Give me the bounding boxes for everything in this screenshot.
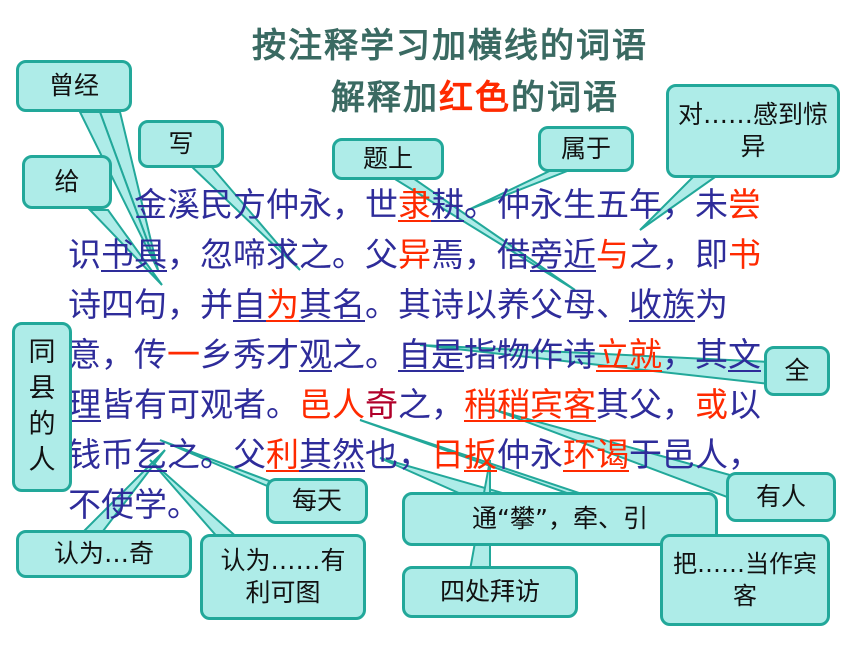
passage-segment: 观 — [299, 335, 332, 374]
note-quan: 全 — [764, 346, 830, 396]
passage-segment: 焉，借 — [431, 235, 530, 274]
passage-segment: 邑人 — [299, 385, 365, 424]
classical-passage: 金溪民方仲永，世隶耕。仲永生五年，未尝识书具，忽啼求之。父异焉，借旁近与之，即书… — [68, 180, 788, 530]
note-meitian: 每天 — [266, 478, 368, 524]
passage-segment: 一 — [167, 335, 200, 374]
passage-segment: 为意，传 — [68, 285, 728, 374]
note-youren: 有人 — [726, 472, 836, 522]
note-renweiyouli: 认为……有利可图 — [200, 534, 366, 620]
passage-segment: 以钱币 — [68, 385, 761, 474]
title-line2-red: 红色 — [439, 78, 511, 118]
passage-segment: 异 — [398, 235, 431, 274]
passage-segment: 之， — [398, 385, 464, 424]
passage-segment: 之。 — [332, 335, 398, 374]
passage-segment: 之，即 — [629, 235, 728, 274]
passage-segment: 指物作诗 — [464, 335, 596, 374]
passage-segment: 乞 — [134, 435, 167, 474]
passage-segment: 隶 — [398, 185, 431, 224]
note-tongxianren: 同县的人 — [12, 322, 72, 492]
passage-segment: 扳 — [464, 435, 497, 474]
passage-segment: 。仲永生五年，未 — [464, 185, 728, 224]
passage-segment: 旁近 — [530, 235, 596, 274]
passage-segment: 其父， — [596, 385, 695, 424]
page-title-line2: 解释加红色的词语 — [0, 70, 860, 119]
passage-segment: 日 — [431, 435, 464, 474]
note-tishang: 题上 — [332, 138, 444, 180]
passage-segment: 于邑人，不使学。 — [68, 435, 761, 524]
passage-segment: 为 — [266, 285, 299, 324]
passage-segment: 尝 — [728, 185, 761, 224]
page-title-line1: 按注释学习加横线的词语 — [252, 26, 648, 66]
passage-segment: 其名 — [299, 285, 365, 324]
passage-segment: 皆有可观者。 — [101, 385, 299, 424]
passage-segment: 或 — [695, 385, 728, 424]
passage-segment: 文理 — [68, 335, 761, 424]
passage-segment: 书具 — [101, 235, 167, 274]
note-shuyu: 属于 — [538, 126, 634, 172]
passage-segment: 识 — [68, 235, 101, 274]
note-xie: 写 — [138, 120, 224, 168]
note-cengjing: 曾经 — [16, 60, 132, 112]
passage-segment: 也， — [365, 435, 431, 474]
title-line2-post: 的词语 — [511, 78, 619, 118]
note-sichubaifang: 四处拜访 — [402, 566, 578, 618]
passage-segment: 立就 — [596, 335, 662, 374]
note-badangbinke: 把……当作宾客 — [660, 534, 830, 626]
passage-segment: 收族 — [629, 285, 695, 324]
passage-segment: 乡秀才 — [200, 335, 299, 374]
passage-segment: 。其诗以养父母、 — [365, 285, 629, 324]
passage-segment: 仲永 — [497, 435, 563, 474]
passage-segment: 诗四句，并 — [68, 285, 233, 324]
passage-segment: 与 — [596, 235, 629, 274]
passage-segment: 之。父 — [167, 435, 266, 474]
title-line2-pre: 解释加 — [331, 78, 439, 118]
passage-segment: 其然 — [299, 435, 365, 474]
note-gei: 给 — [22, 155, 112, 209]
passage-segment: 自 — [233, 285, 266, 324]
passage-segment: 稍稍宾客 — [464, 385, 596, 424]
passage-segment: ，其 — [662, 335, 728, 374]
passage-segment: 书 — [728, 235, 761, 274]
passage-segment: 自是 — [398, 335, 464, 374]
note-duiganjing: 对……感到惊异 — [666, 84, 840, 178]
passage-segment: ，忽啼求之。父 — [167, 235, 398, 274]
passage-segment: 环谒 — [563, 435, 629, 474]
note-renweiqi: 认为…奇 — [16, 530, 192, 578]
passage-segment: 利 — [266, 435, 299, 474]
passage-segment: 奇 — [365, 385, 398, 424]
passage-segment: 耕 — [431, 185, 464, 224]
passage-segment: 金溪民方仲永，世 — [68, 185, 398, 224]
